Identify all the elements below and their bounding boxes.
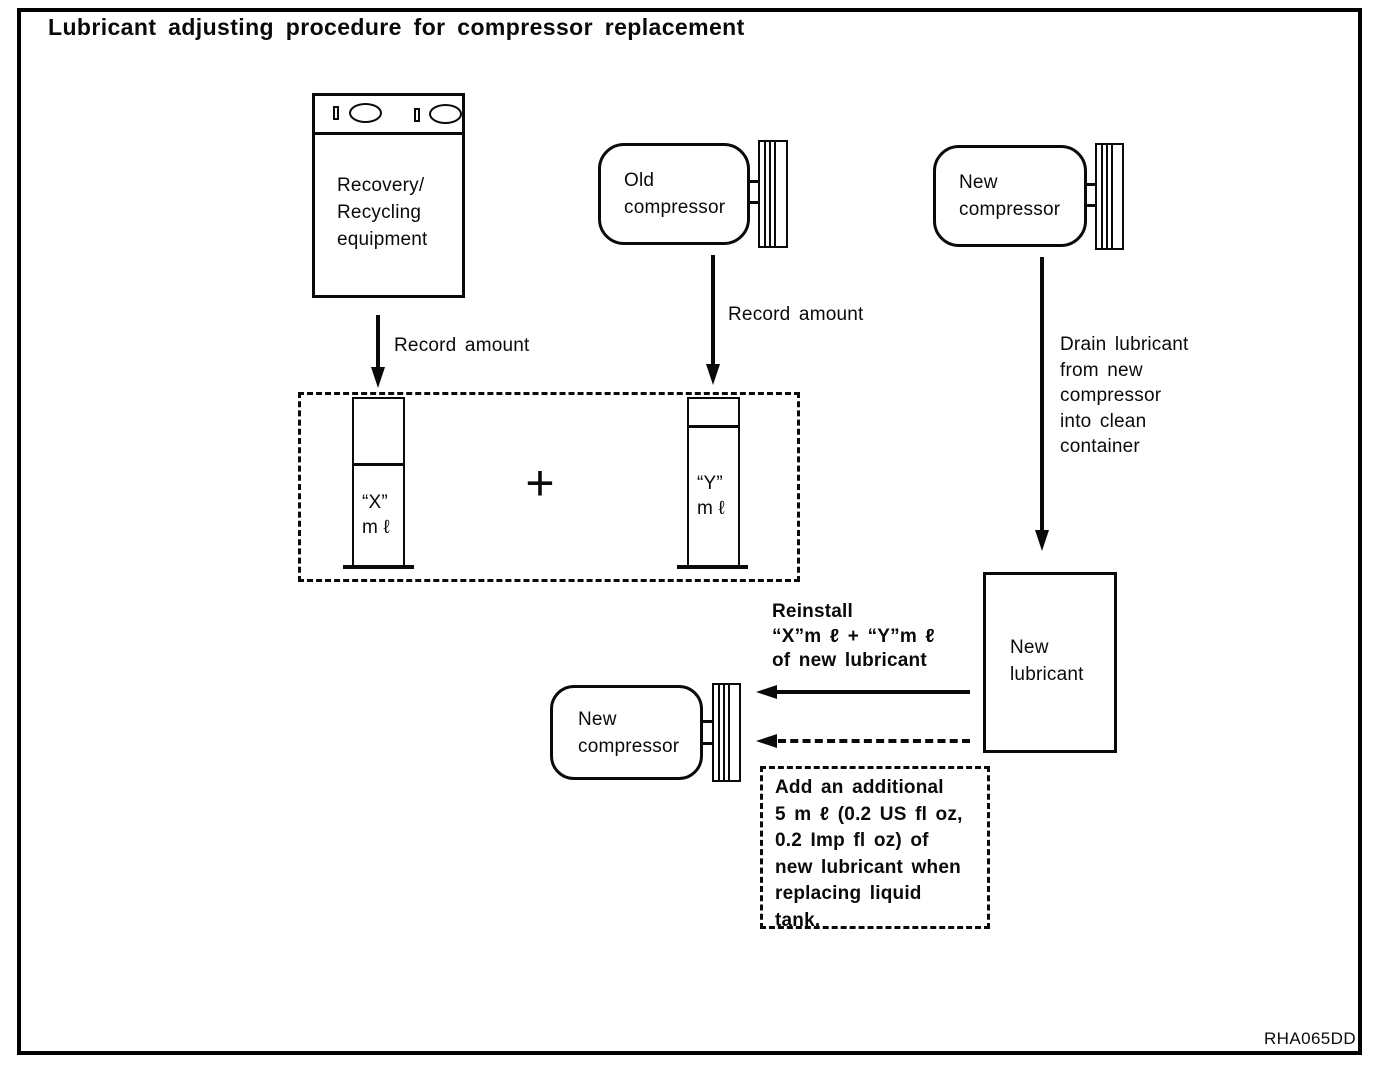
connector-line bbox=[748, 180, 759, 183]
arrow-lubricant-dashed-line bbox=[778, 739, 970, 743]
new-compressor-bottom-label: New compressor bbox=[578, 709, 680, 757]
recovery-gauge-panel bbox=[315, 96, 462, 135]
drain-note: Drain lubricant from new compressor into… bbox=[1060, 334, 1189, 457]
connector-line bbox=[1084, 204, 1096, 207]
arrow-new-to-lubricant-head-icon bbox=[1035, 530, 1049, 551]
cylinder-y: “Y” m ℓ bbox=[687, 397, 740, 568]
recovery-equipment-box: Recovery/ Recycling equipment bbox=[312, 93, 465, 298]
additional-note: Add an additional 5 m ℓ (0.2 US fl oz, 0… bbox=[775, 777, 963, 931]
new-lubricant-label: New lubricant bbox=[1010, 637, 1084, 685]
record-amount-left-label: Record amount bbox=[394, 335, 530, 356]
cylinder-y-label: “Y” m ℓ bbox=[697, 473, 725, 519]
cylinder-x-base bbox=[343, 565, 414, 569]
reinstall-note: Reinstall “X”m ℓ + “Y”m ℓ of new lubrica… bbox=[772, 601, 935, 671]
arrow-lubricant-solid-line bbox=[774, 690, 970, 694]
new-lubricant-box: New lubricant bbox=[983, 572, 1117, 753]
gauge-dial-icon bbox=[429, 104, 462, 124]
plus-sign: + bbox=[525, 455, 555, 511]
switch-icon bbox=[333, 106, 339, 120]
cylinder-x: “X” m ℓ bbox=[352, 397, 405, 568]
new-compressor-top-label: New compressor bbox=[959, 172, 1061, 220]
old-compressor-pulley-icon bbox=[758, 140, 788, 248]
connector-line bbox=[748, 201, 759, 204]
cylinder-x-level-line bbox=[354, 463, 403, 466]
new-compressor-bottom-box: New compressor bbox=[550, 685, 703, 780]
cylinder-x-label: “X” m ℓ bbox=[362, 492, 390, 538]
diagram-frame bbox=[17, 8, 1362, 1055]
arrow-lubricant-solid-head-icon bbox=[756, 685, 777, 699]
additional-note-box: Add an additional 5 m ℓ (0.2 US fl oz, 0… bbox=[760, 766, 990, 931]
new-compressor-top-box: New compressor bbox=[933, 145, 1087, 247]
arrow-lubricant-dashed-head-icon bbox=[756, 734, 777, 748]
recovery-equipment-label: Recovery/ Recycling equipment bbox=[337, 175, 428, 250]
new-compressor-bottom-pulley-icon bbox=[712, 683, 741, 782]
measurement-dashed-box bbox=[298, 392, 800, 582]
record-amount-right-label: Record amount bbox=[728, 304, 864, 325]
old-compressor-box: Old compressor bbox=[598, 143, 750, 245]
cylinder-y-level-line bbox=[689, 425, 738, 428]
page-title: Lubricant adjusting procedure for compre… bbox=[48, 14, 745, 40]
connector-line bbox=[701, 720, 713, 723]
arrow-recovery-to-cylinder-head-icon bbox=[371, 367, 385, 388]
figure-code: RHA065DD bbox=[1264, 1029, 1357, 1048]
arrow-old-to-cylinder-line bbox=[711, 255, 715, 367]
new-compressor-pulley-icon bbox=[1095, 143, 1124, 250]
cylinder-y-base bbox=[677, 565, 748, 569]
connector-line bbox=[1084, 183, 1096, 186]
gauge-dial-icon bbox=[349, 103, 382, 123]
connector-line bbox=[701, 742, 713, 745]
arrow-new-to-lubricant-line bbox=[1040, 257, 1044, 533]
old-compressor-label: Old compressor bbox=[624, 170, 726, 218]
arrow-old-to-cylinder-head-icon bbox=[706, 364, 720, 385]
arrow-recovery-to-cylinder-line bbox=[376, 315, 380, 370]
switch-icon bbox=[414, 108, 420, 122]
